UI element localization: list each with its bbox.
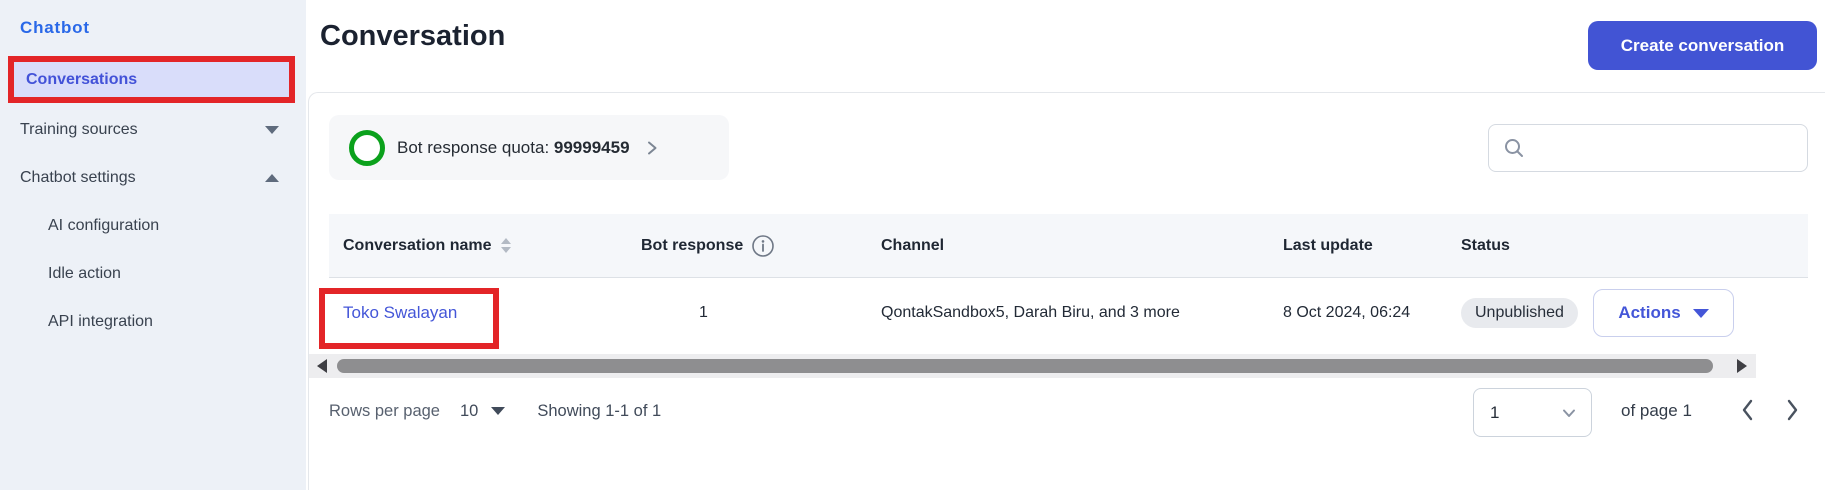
sidebar-section-title: Chatbot [20, 18, 90, 37]
sidebar-item-idle-action[interactable]: Idle action [48, 265, 121, 282]
rows-per-page-dropdown[interactable]: 10 [460, 402, 506, 421]
pagination-left: Rows per page 10 Showing 1-1 of 1 [329, 389, 661, 433]
sidebar-item-label: Training sources [20, 121, 138, 138]
sidebar-item-api-integration[interactable]: API integration [48, 313, 153, 330]
chevron-down-icon [265, 126, 279, 134]
quota-ring-icon [349, 129, 385, 166]
sidebar-item-conversations[interactable]: Conversations [14, 62, 289, 97]
chevron-right-icon [644, 140, 660, 156]
search-icon [1505, 139, 1523, 157]
scroll-left-arrow-icon[interactable] [317, 359, 327, 373]
create-conversation-button[interactable]: Create conversation [1588, 21, 1817, 70]
horizontal-scrollbar[interactable] [309, 354, 1756, 378]
rows-per-page-label: Rows per page [329, 401, 440, 420]
status-badge: Unpublished [1461, 298, 1578, 328]
bot-response-value: 1 [699, 304, 708, 321]
chevron-up-icon [265, 174, 279, 182]
scrollbar-thumb[interactable] [337, 359, 1713, 373]
previous-page-icon[interactable] [1737, 397, 1759, 423]
conversation-name-link[interactable]: Toko Swalayan [343, 303, 458, 322]
table-header: Conversation name Bot response Channel L… [329, 214, 1808, 278]
sidebar-item-label: Chatbot settings [20, 169, 136, 186]
page-title: Conversation [320, 20, 506, 52]
column-header-status: Status [1461, 236, 1510, 254]
sort-icon[interactable] [501, 238, 512, 253]
quota-value: 99999459 [553, 137, 630, 157]
chevron-down-icon [491, 407, 506, 415]
scroll-right-arrow-icon[interactable] [1737, 359, 1747, 373]
conversation-card: Bot response quota: 99999459 Conversatio… [308, 92, 1825, 490]
quota-label: Bot response quota: [397, 137, 554, 157]
bot-response-quota[interactable]: Bot response quota: 99999459 [329, 115, 729, 180]
annotation-box-conversation-name [319, 288, 499, 349]
channel-value: QontakSandbox5, Darah Biru, and 3 more [881, 304, 1180, 321]
actions-button[interactable]: Actions [1593, 289, 1734, 337]
search-box [1488, 124, 1808, 172]
page-select[interactable]: 1 [1473, 388, 1592, 437]
sidebar-item-ai-configuration[interactable]: AI configuration [48, 217, 160, 234]
chevron-down-icon [1563, 409, 1575, 417]
column-header-last-update: Last update [1283, 236, 1373, 254]
sidebar-item-label: Conversations [26, 70, 138, 88]
column-header-bot-response: Bot response [627, 234, 867, 258]
column-header-conversation-name[interactable]: Conversation name [329, 237, 627, 255]
annotation-box-conversations: Conversations [8, 56, 295, 103]
sidebar-item-chatbot-settings[interactable]: Chatbot settings [0, 160, 306, 196]
chevron-down-icon [1692, 308, 1709, 318]
last-update-value: 8 Oct 2024, 06:24 [1283, 304, 1411, 321]
next-page-icon[interactable] [1781, 397, 1803, 423]
sidebar-item-training-sources[interactable]: Training sources [0, 112, 306, 148]
of-page-label: of page 1 [1621, 401, 1692, 420]
column-header-channel: Channel [881, 236, 945, 254]
page-select-value: 1 [1490, 402, 1500, 422]
table-row: Toko Swalayan 1 QontakSandbox5, Darah Bi… [329, 278, 1808, 348]
sidebar: Chatbot Conversations Training sources C… [0, 0, 306, 490]
search-input[interactable] [1525, 125, 1807, 171]
quota-text: Bot response quota: 99999459 [397, 138, 630, 158]
showing-label: Showing 1-1 of 1 [537, 401, 662, 420]
info-icon[interactable] [751, 234, 775, 258]
